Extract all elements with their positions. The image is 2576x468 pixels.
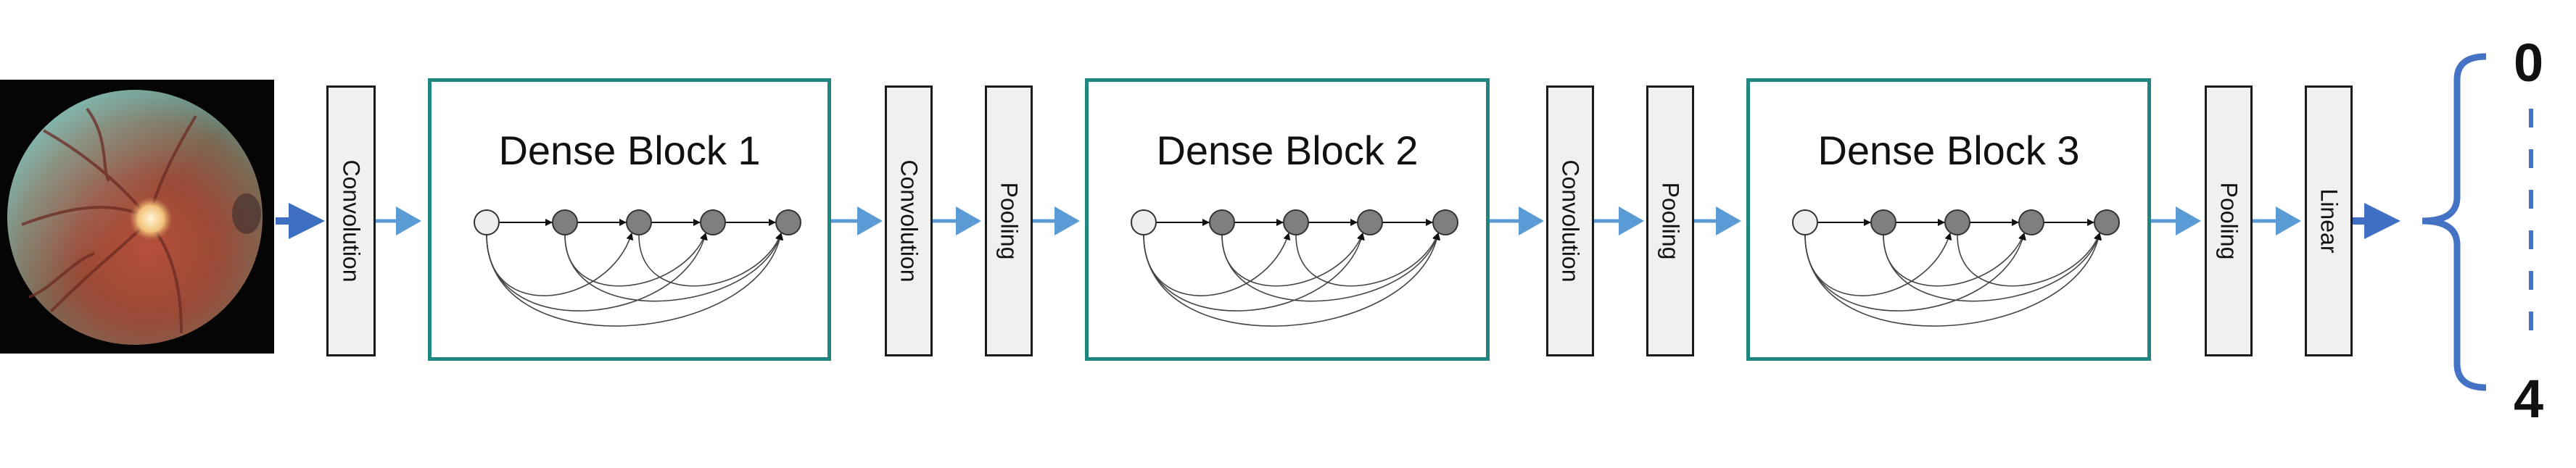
retinal-fundus-image <box>7 90 263 345</box>
dense-skip-edge <box>1221 233 1364 287</box>
dense-skip-edge <box>564 233 707 287</box>
dense-layer-node <box>552 209 578 235</box>
layer-pool-3: Pooling <box>1646 85 1694 356</box>
dense-skip-edge <box>1143 233 1441 327</box>
dense-block-title: Dense Block 1 <box>498 128 761 173</box>
dense-skip-edge <box>1804 233 1952 296</box>
output-class-top: 0 <box>2514 33 2544 93</box>
dense-skip-edge <box>1143 233 1291 296</box>
layer-pool-2: Pooling <box>985 85 1033 356</box>
input-image-frame <box>0 80 274 354</box>
dense-layer-node <box>1944 209 1970 235</box>
dense-layer-node <box>1357 209 1383 235</box>
layer-linear: Linear <box>2305 85 2353 356</box>
layer-label: Pooling <box>2216 182 2242 260</box>
dense-input-node <box>1792 209 1818 235</box>
layer-conv-3: Convolution <box>1546 85 1594 356</box>
dense-skip-edge <box>486 233 784 327</box>
dense-block-2: Dense Block 2 <box>1085 78 1490 361</box>
layer-conv-2: Convolution <box>885 85 933 356</box>
layer-label: Convolution <box>896 159 922 283</box>
dense-layer-node <box>2018 209 2044 235</box>
dense-layer-node <box>1209 209 1235 235</box>
dense-input-node <box>1131 209 1157 235</box>
output-class-bottom: 4 <box>2514 369 2544 429</box>
dense-skip-edge <box>486 233 708 312</box>
dense-skip-edge <box>1143 233 1365 312</box>
dense-layer-node <box>775 209 801 235</box>
layer-pool-4: Pooling <box>2205 85 2253 356</box>
dense-skip-edge <box>486 233 634 296</box>
dense-skip-edge <box>1883 233 2102 302</box>
dense-layer-node <box>626 209 652 235</box>
dense-block-3: Dense Block 3 <box>1746 78 2151 361</box>
dense-skip-edge <box>1221 233 1440 302</box>
dense-block-1: Dense Block 1 <box>428 78 831 361</box>
dense-layer-node <box>1870 209 1896 235</box>
dense-skip-edge <box>1804 233 2102 327</box>
dense-skip-edge <box>638 233 783 287</box>
dense-skip-edge <box>1804 233 2026 312</box>
layer-label: Convolution <box>338 159 365 283</box>
dense-layer-node <box>700 209 726 235</box>
dense-connectivity-graph <box>1792 209 2120 327</box>
dense-skip-edge <box>1883 233 2026 287</box>
dense-connectivity-graph <box>474 209 801 327</box>
dense-connectivity-graph <box>1131 209 1458 327</box>
layer-label: Pooling <box>1657 182 1684 260</box>
dense-layer-node <box>1432 209 1458 235</box>
layer-label: Convolution <box>1557 159 1584 283</box>
dense-skip-edge <box>564 233 783 302</box>
dense-layer-node <box>2094 209 2120 235</box>
dense-layer-node <box>1283 209 1309 235</box>
layer-conv-1: Convolution <box>326 85 376 356</box>
dense-input-node <box>474 209 500 235</box>
dense-skip-edge <box>1295 233 1440 287</box>
dense-block-title: Dense Block 2 <box>1156 128 1419 173</box>
optic-disc <box>129 197 173 241</box>
output-bracket <box>2422 53 2487 391</box>
layer-label: Linear <box>2316 188 2342 254</box>
dense-skip-edge <box>1957 233 2101 287</box>
layer-label: Pooling <box>996 182 1023 260</box>
dense-block-title: Dense Block 3 <box>1817 128 2080 173</box>
